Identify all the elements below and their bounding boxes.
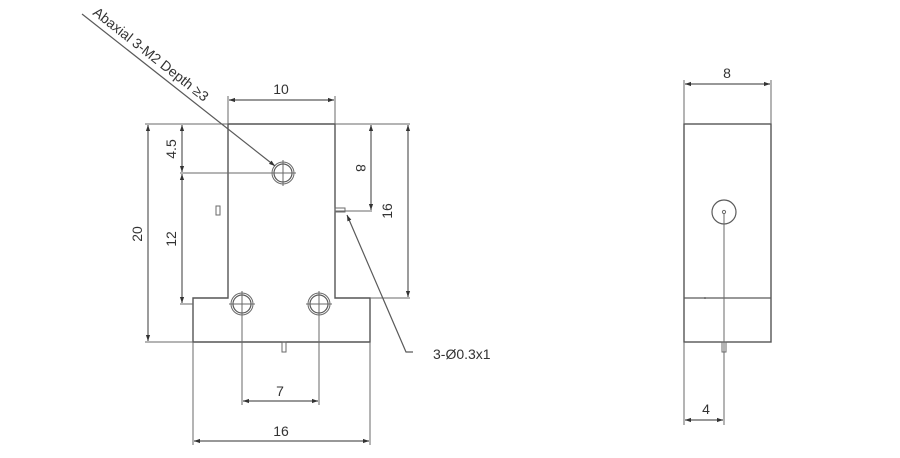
side-pin-mark	[721, 341, 727, 353]
side-body-outline	[683, 123, 772, 343]
dim-text-16-vertical: 16	[379, 203, 395, 219]
dim-text-7: 7	[276, 383, 284, 399]
pin-mark-left	[215, 205, 221, 216]
callout-pin-holes: 3-Ø0.3x1	[433, 346, 491, 362]
dim-text-4-5: 4.5	[163, 139, 179, 159]
front-view: 10 7 16 20 4.5 12 8 16 Abaxial 3-M2 Dept…	[81, 4, 491, 445]
side-dot	[704, 297, 706, 299]
dim-text-10: 10	[273, 81, 289, 97]
dim-text-8: 8	[353, 164, 369, 172]
hole-bottom-right	[306, 291, 332, 317]
hole-top	[270, 160, 296, 186]
front-body-outline	[192, 123, 371, 343]
hole-bottom-left	[229, 291, 255, 317]
side-hole-center	[721, 209, 727, 215]
callout-tapped-holes: Abaxial 3-M2 Depth ≥3	[90, 4, 212, 105]
pin-mark-right	[334, 207, 346, 213]
leader-pin-holes	[346, 214, 413, 353]
pin-mark-bottom	[281, 341, 287, 353]
leader-tapped-holes	[81, 13, 276, 167]
dim-text-16-horizontal: 16	[273, 423, 289, 439]
side-view: 8 4	[683, 65, 772, 425]
side-dim-text-8: 8	[723, 65, 731, 81]
dim-text-20: 20	[129, 226, 145, 242]
side-dim-text-4: 4	[702, 401, 710, 417]
dim-text-12: 12	[163, 231, 179, 247]
